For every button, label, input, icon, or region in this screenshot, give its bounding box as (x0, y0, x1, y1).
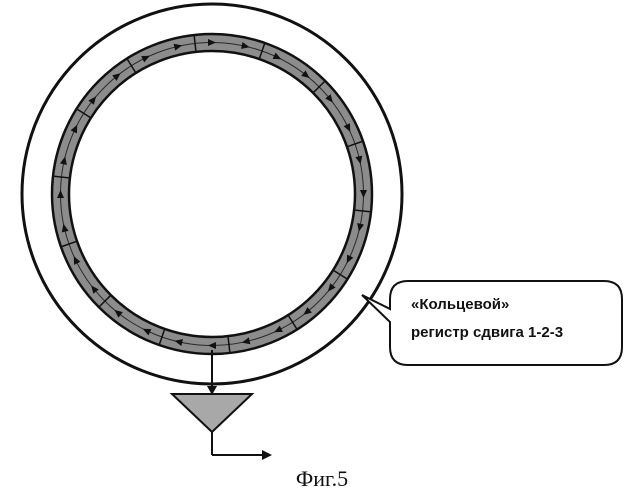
inner-ring (69, 51, 355, 337)
figure-caption: Фиг.5 (296, 466, 348, 491)
callout-bubble (362, 281, 622, 365)
callout-label-line1: «Кольцевой» (411, 296, 509, 313)
output-triangle (172, 394, 252, 432)
output-arrow-head (262, 450, 272, 460)
callout-label-line2: регистр сдвига 1-2-3 (411, 324, 563, 341)
